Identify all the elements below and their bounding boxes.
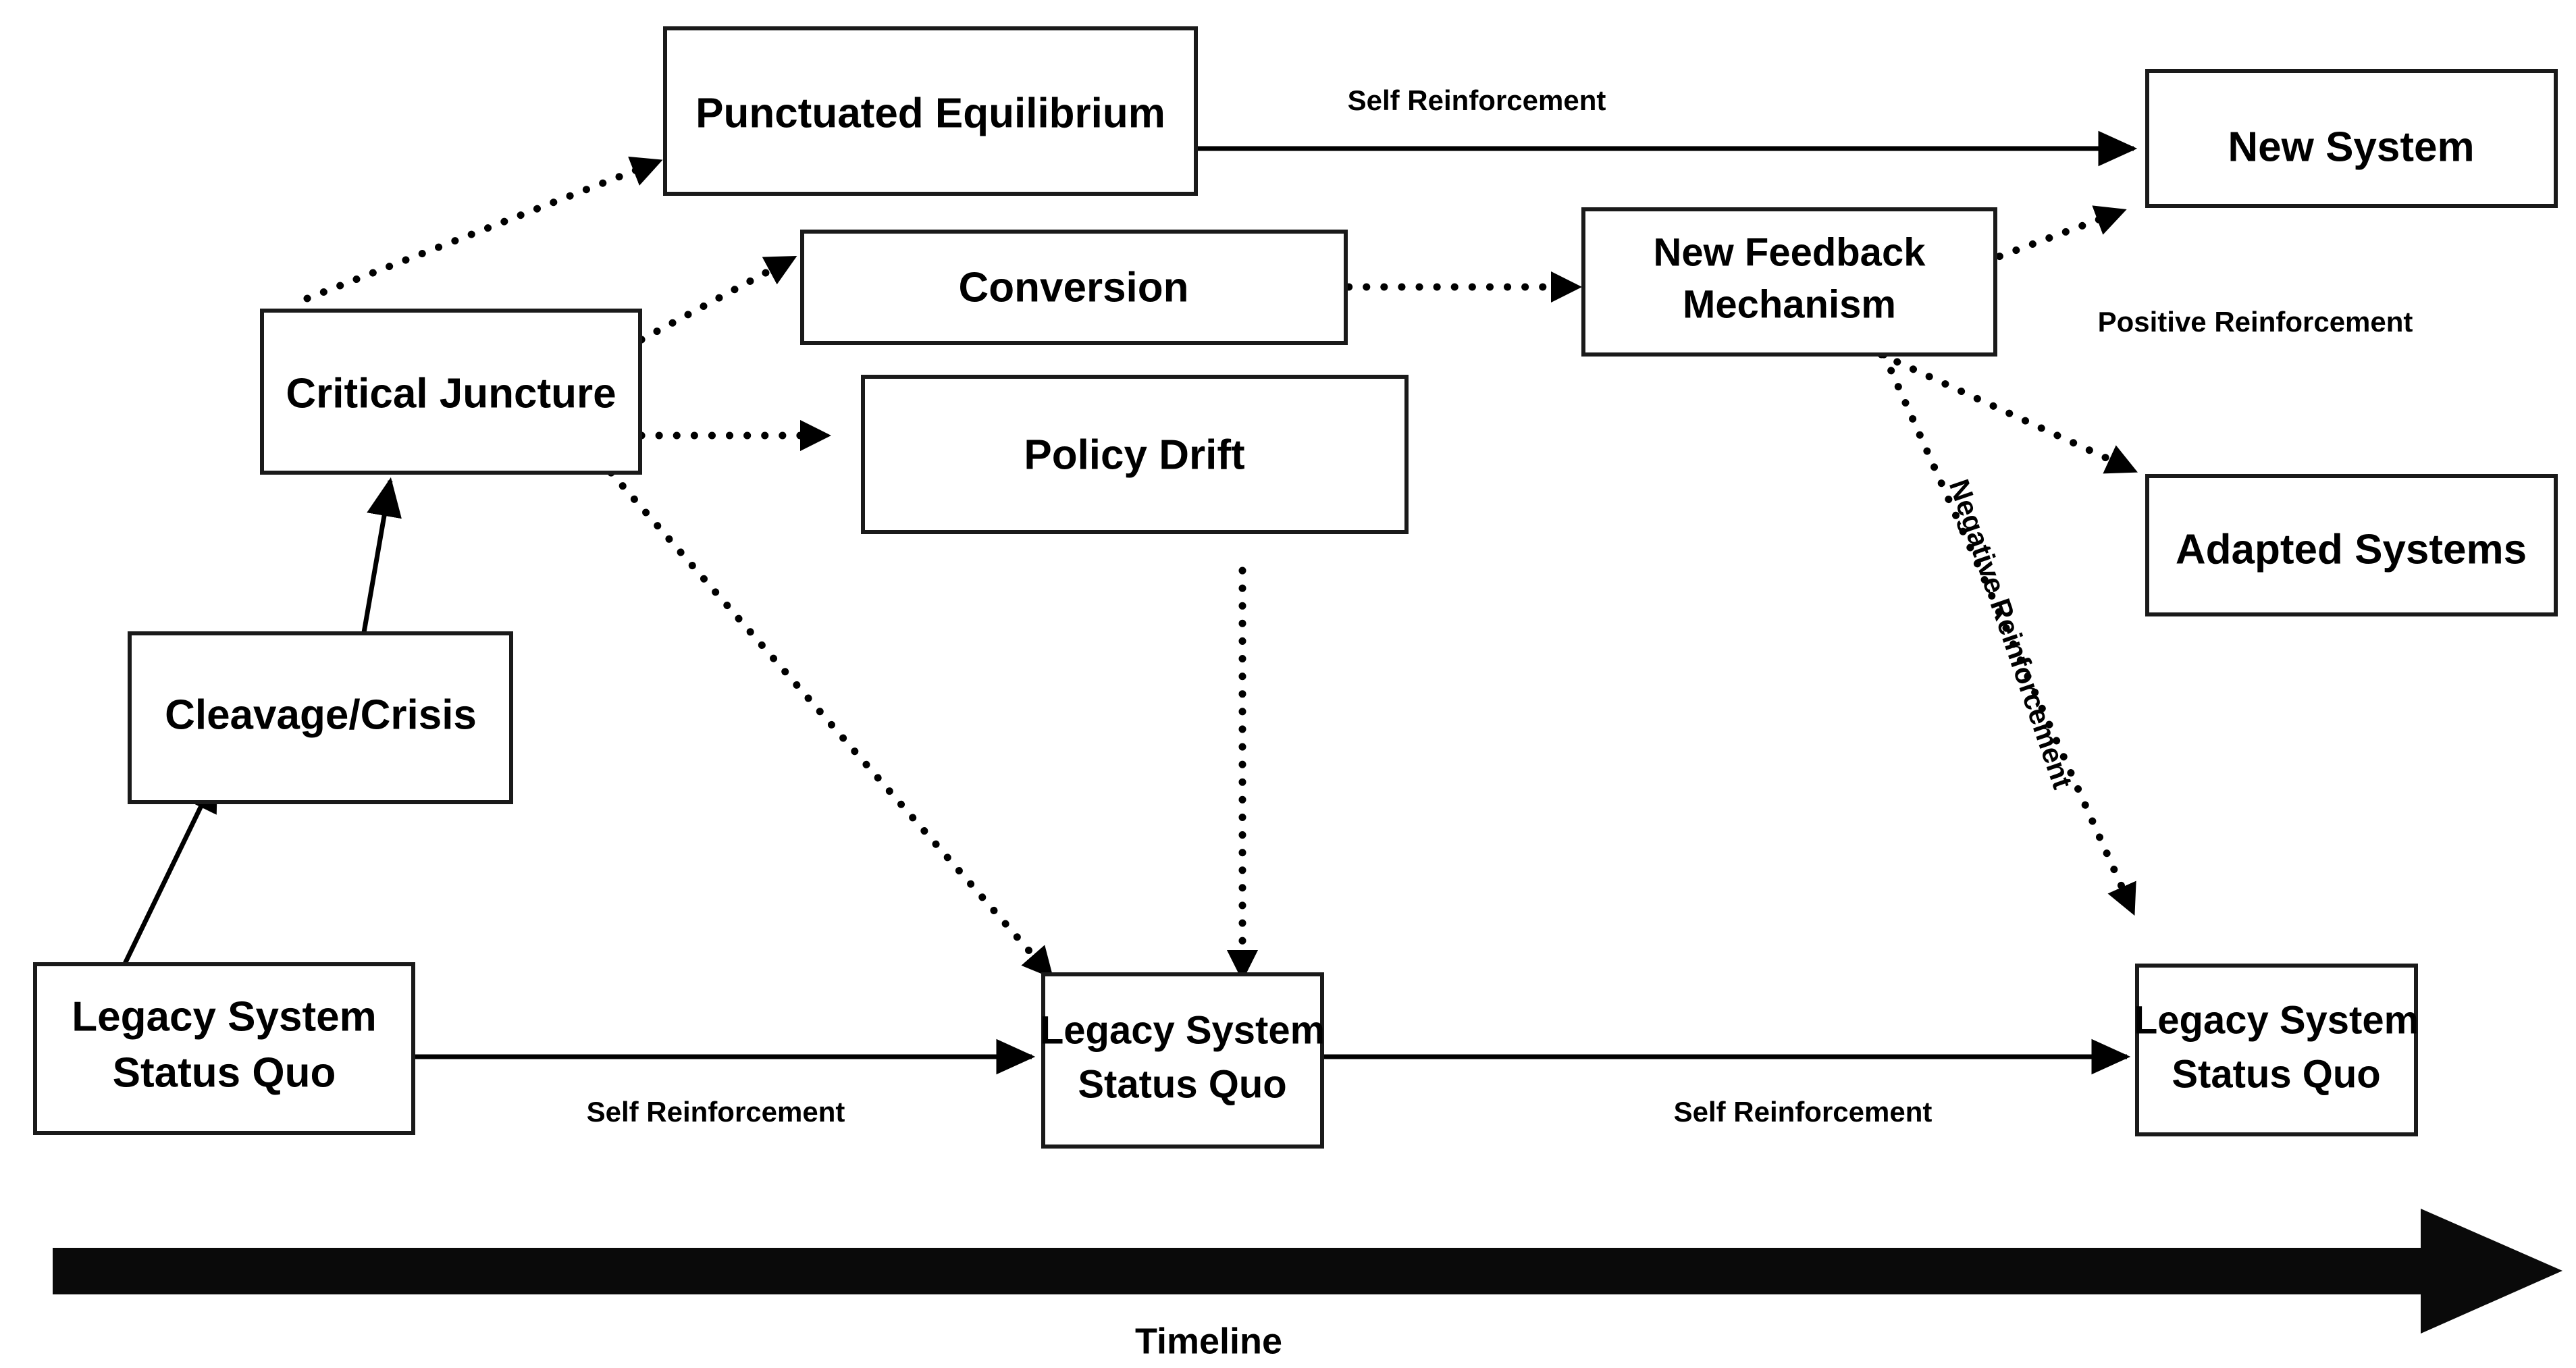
node-label-policy-drift: Policy Drift — [1024, 431, 1244, 478]
timeline-label: Timeline — [1135, 1321, 1282, 1361]
node-legacy-system-left[interactable]: Legacy System Status Quo — [33, 962, 415, 1135]
node-legacy-system-middle[interactable]: Legacy System Status Quo — [1040, 972, 1325, 1149]
node-box-policy-drift — [861, 375, 1409, 534]
node-box-cleavage-crisis — [128, 631, 513, 804]
edge-critical-juncture-to-conversion — [637, 256, 797, 344]
node-box-new-feedback-mechanism — [1581, 207, 1997, 357]
edge-new-feedback-to-adapted-systems — [1877, 350, 2138, 474]
edge-label-positive-reinforcement: Positive Reinforcement — [2098, 306, 2413, 338]
edge-critical-juncture-to-punctuated-equilibrium — [303, 156, 663, 302]
node-label-legacy-system-right-line1: Legacy System — [2134, 998, 2419, 1042]
node-cleavage-crisis[interactable]: Cleavage/Crisis — [128, 631, 513, 804]
node-label-conversion: Conversion — [958, 264, 1188, 311]
node-label-new-system: New System — [2228, 124, 2474, 170]
node-new-feedback-mechanism[interactable]: New Feedback Mechanism — [1581, 207, 1997, 357]
node-box-new-system — [2145, 69, 2558, 208]
node-box-legacy-system-right — [2135, 964, 2418, 1136]
node-box-adapted-systems — [2145, 474, 2558, 616]
node-box-punctuated-equilibrium — [663, 26, 1198, 196]
edge-new-feedback-to-new-system — [1880, 205, 2127, 303]
node-label-adapted-systems: Adapted Systems — [2176, 526, 2527, 573]
node-label-new-feedback-mechanism-line2: Mechanism — [1683, 282, 1896, 326]
node-label-legacy-system-middle-line1: Legacy System — [1040, 1008, 1325, 1052]
node-label-new-feedback-mechanism-line1: New Feedback — [1654, 230, 1926, 274]
timeline-arrow — [53, 1209, 2562, 1334]
edge-label-negative-reinforcement: Negative Reinforcement — [1943, 475, 2079, 793]
node-conversion[interactable]: Conversion — [800, 230, 1348, 345]
edge-new-feedback-negative-reinforcement — [1880, 350, 2136, 916]
node-label-legacy-system-middle-line2: Status Quo — [1078, 1062, 1286, 1106]
node-critical-juncture[interactable]: Critical Juncture — [260, 309, 642, 475]
node-adapted-systems[interactable]: Adapted Systems — [2145, 474, 2558, 616]
node-box-critical-juncture — [260, 309, 642, 475]
node-new-system[interactable]: New System — [2145, 69, 2558, 208]
edge-label-self-reinforcement-bottom-right: Self Reinforcement — [1674, 1096, 1933, 1128]
node-label-punctuated-equilibrium: Punctuated Equilibrium — [695, 90, 1165, 136]
edge-label-self-reinforcement-top: Self Reinforcement — [1348, 84, 1606, 116]
node-punctuated-equilibrium[interactable]: Punctuated Equilibrium — [663, 26, 1198, 196]
edge-legacy-left-to-cleavage — [122, 772, 219, 965]
node-label-legacy-system-left-line1: Legacy System — [72, 993, 376, 1040]
edge-critical-juncture-to-legacy-middle — [607, 469, 1054, 979]
node-box-legacy-system-middle — [1041, 972, 1324, 1149]
node-label-legacy-system-left-line2: Status Quo — [113, 1049, 336, 1096]
edge-label-self-reinforcement-bottom-left: Self Reinforcement — [587, 1096, 845, 1128]
node-policy-drift[interactable]: Policy Drift — [861, 375, 1409, 534]
node-legacy-system-right[interactable]: Legacy System Status Quo — [2134, 964, 2419, 1136]
timeline-arrow-shape — [53, 1209, 2562, 1334]
node-box-legacy-system-left — [33, 962, 415, 1135]
node-label-cleavage-crisis: Cleavage/Crisis — [165, 691, 477, 738]
node-box-conversion — [800, 230, 1348, 345]
node-label-critical-juncture: Critical Juncture — [286, 370, 616, 417]
node-label-legacy-system-right-line2: Status Quo — [2172, 1052, 2380, 1096]
